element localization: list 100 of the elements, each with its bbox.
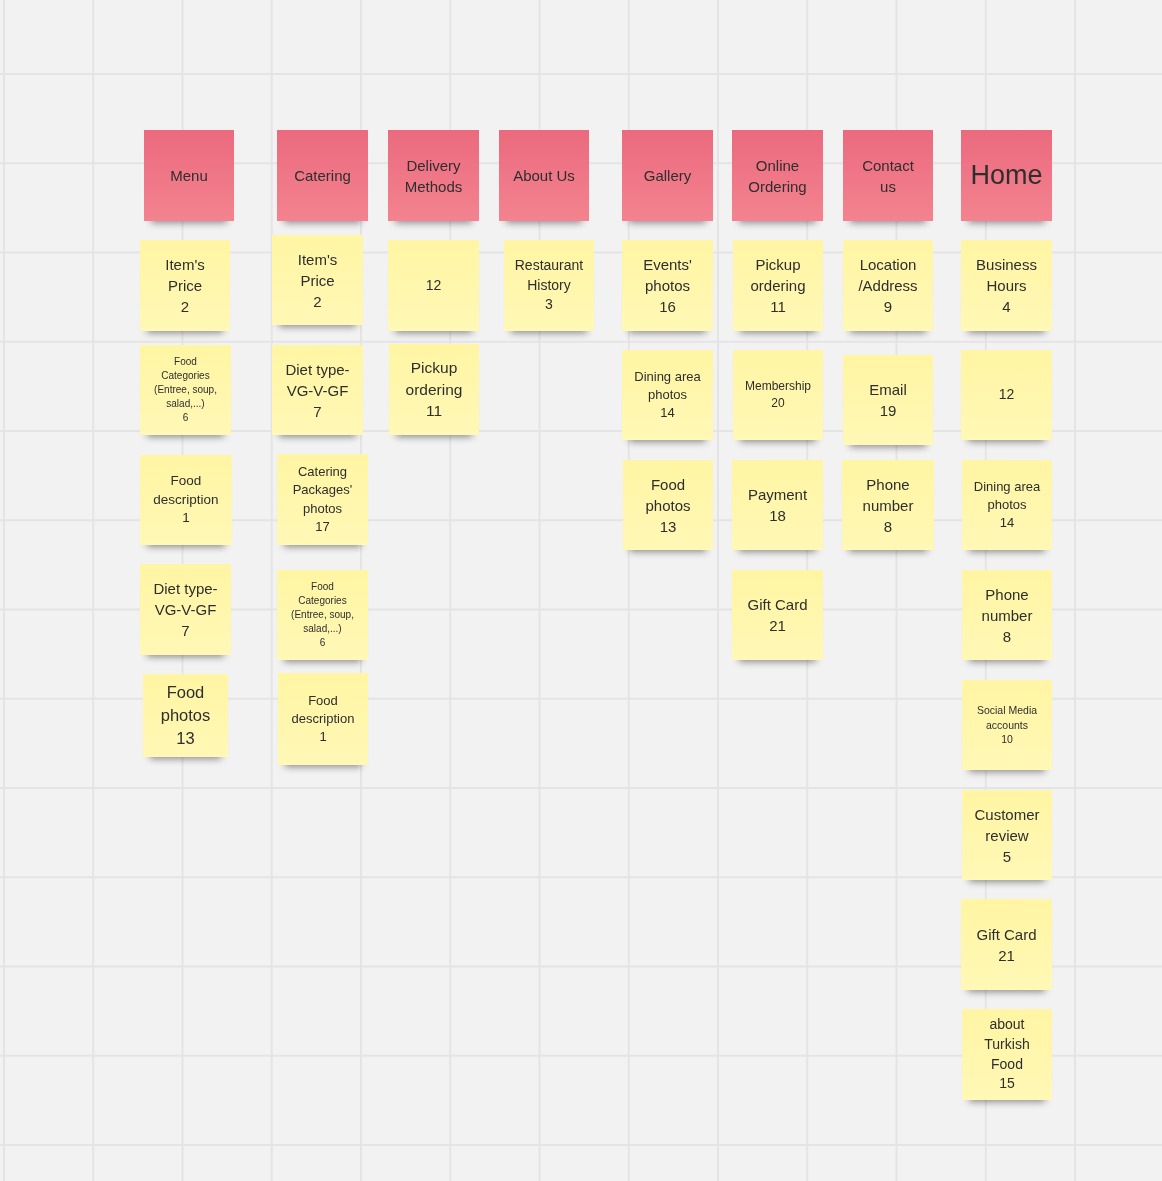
note-text: Restaurant History (513, 256, 585, 295)
sticky-note (277, 570, 368, 660)
note-number: 15 (999, 1074, 1015, 1094)
note-text: Gift Card (747, 595, 808, 615)
sticky-note (277, 454, 368, 545)
heading-text: Delivery Methods (403, 155, 464, 197)
note-text: Payment (747, 485, 808, 505)
sticky-note (962, 790, 1052, 880)
note-text: Dining area photos (633, 367, 702, 404)
note-text: Events' photos (642, 255, 693, 296)
sticky-note (143, 674, 228, 757)
heading-text: Contact us (861, 155, 915, 197)
note-text: Email (869, 380, 907, 400)
note-text: Diet type-VG-V-GF (284, 359, 351, 401)
sticky-note (272, 235, 363, 325)
note-number: 17 (315, 517, 330, 536)
note-text: 12 (998, 385, 1015, 405)
note-text: Location /Address (857, 255, 919, 296)
note-text: Catering Packages' photos (291, 463, 354, 518)
sticky-note (622, 240, 713, 331)
sticky-note (278, 673, 368, 765)
note-number: 2 (313, 291, 322, 312)
note-text: Dining area photos (972, 477, 1042, 514)
note-number: 18 (769, 506, 786, 526)
note-text: Business Hours (975, 255, 1038, 296)
note-number: 2 (180, 297, 190, 317)
sticky-note (962, 1009, 1052, 1100)
sticky-note (733, 350, 823, 440)
note-number: 13 (659, 516, 677, 537)
note-text: Diet type-VG-V-GF (152, 579, 219, 620)
note-text: about Turkish Food (983, 1015, 1031, 1074)
sticky-note (388, 240, 479, 331)
heading-text: Online Ordering (747, 155, 808, 197)
note-number: 14 (660, 404, 675, 423)
note-text: Social Media accounts (975, 702, 1039, 733)
note-text: Food description (290, 691, 356, 728)
note-text: Item's Price (164, 255, 206, 296)
header-sticky-note (388, 130, 479, 221)
note-text: Food photos (159, 681, 212, 726)
sticky-note (622, 350, 713, 440)
heading-text: Menu (170, 166, 208, 186)
note-number: 16 (659, 297, 676, 317)
sticky-note (732, 460, 823, 550)
sticky-note (842, 460, 934, 550)
sticky-note (732, 570, 823, 660)
sticky-note (961, 240, 1052, 331)
note-number: 8 (1002, 626, 1012, 647)
note-text: Customer review (973, 804, 1041, 846)
sticky-note (962, 460, 1052, 550)
note-number: 5 (1002, 846, 1012, 867)
note-text: Pickup ordering (404, 357, 464, 400)
sticky-note (843, 355, 933, 445)
sticky-note (140, 345, 231, 435)
note-number: 11 (770, 297, 786, 317)
note-text: 12 (425, 275, 442, 295)
note-number: 1 (319, 728, 327, 747)
note-number: 9 (883, 297, 893, 317)
note-number: 21 (998, 945, 1015, 966)
note-number: 21 (769, 616, 786, 636)
note-text: Pickup ordering (749, 255, 807, 296)
note-text: Item's Price (296, 249, 339, 291)
note-number: 4 (1002, 297, 1011, 317)
heading-text: Gallery (643, 166, 692, 186)
note-number: 7 (313, 401, 322, 422)
note-number: 14 (999, 514, 1015, 533)
sticky-note (272, 345, 363, 435)
note-number: 20 (771, 395, 785, 412)
note-number: 19 (879, 401, 897, 421)
header-sticky-note (732, 130, 823, 221)
sticky-note (733, 240, 823, 331)
header-sticky-note (843, 130, 933, 221)
note-text: Food Categories (Entree, soup, salad,...) (153, 355, 218, 411)
header-sticky-note (961, 130, 1052, 221)
sticky-note (961, 350, 1052, 440)
sticky-note (504, 240, 594, 331)
note-text: Food description (152, 471, 220, 509)
note-text: Phone number (980, 584, 1034, 626)
sticky-note (140, 240, 230, 331)
note-number: 10 (1001, 732, 1013, 748)
note-text: Membership (745, 378, 811, 395)
header-sticky-note (277, 130, 368, 221)
heading-text: Home (970, 158, 1043, 192)
header-sticky-note (622, 130, 713, 221)
note-number: 7 (181, 621, 190, 641)
sticky-note (389, 344, 479, 435)
note-number: 6 (319, 636, 326, 650)
sticky-note (962, 680, 1052, 770)
note-text: Food photos (644, 474, 692, 516)
header-sticky-note (144, 130, 234, 221)
sticky-note (843, 240, 933, 331)
note-number: 6 (182, 411, 189, 425)
heading-text: About Us (513, 166, 575, 186)
note-text: Food Categories (Entree, soup, salad,...) (290, 580, 355, 636)
sticky-note (961, 899, 1052, 990)
note-number: 11 (425, 401, 443, 422)
note-number: 13 (176, 728, 195, 750)
sticky-note (962, 570, 1052, 660)
sticky-note (140, 564, 231, 655)
note-text: Gift Card (976, 924, 1037, 945)
note-text: Phone number (861, 474, 915, 516)
